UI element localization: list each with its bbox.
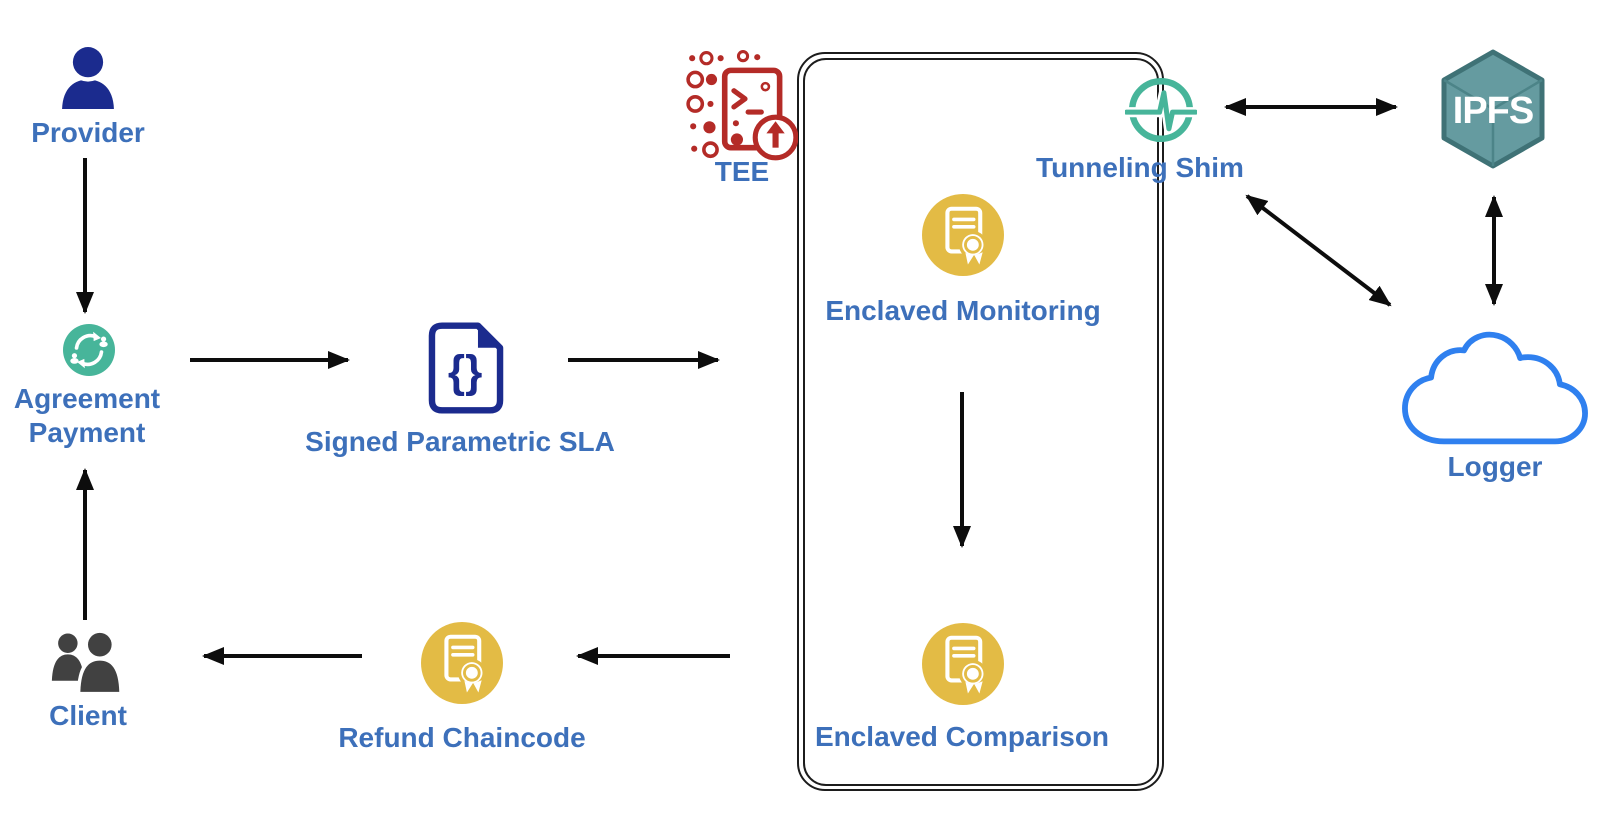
trusted-execution-icon [686, 50, 798, 161]
tee-label: TEE [714, 156, 770, 187]
provider-label: Provider [31, 117, 145, 148]
json-document-icon: {} [428, 322, 504, 414]
certificate-icon [421, 622, 503, 704]
refund-chaincode-label: Refund Chaincode [338, 722, 586, 753]
people-icon [51, 629, 123, 694]
edge-shim-logger [1245, 194, 1392, 307]
ipfs-label: IPFS [1453, 90, 1533, 132]
enclaved-comparison-label: Enclaved Comparison [814, 721, 1110, 752]
braces-glyph: {} [448, 347, 482, 396]
certificate-icon [922, 623, 1004, 705]
cloud-icon [1402, 331, 1588, 445]
ipfs-hexagon-icon: IPFS [1441, 49, 1545, 169]
client-label: Client [49, 700, 127, 731]
tunneling-shim-label: Tunneling Shim [1036, 152, 1244, 183]
signed-parametric-sla-label: Signed Parametric SLA [305, 426, 615, 457]
logger-label: Logger [1447, 451, 1543, 482]
enclave-boundary [797, 52, 1164, 791]
person-icon [62, 42, 114, 109]
enclaved-monitoring-label: Enclaved Monitoring [825, 295, 1101, 326]
pulse-ring-icon [1125, 77, 1197, 143]
sync-exchange-icon [63, 324, 115, 376]
agreement-payment-label: Agreement Payment [13, 383, 161, 448]
certificate-icon [922, 194, 1004, 276]
enclave-boundary-inner [802, 57, 1159, 786]
